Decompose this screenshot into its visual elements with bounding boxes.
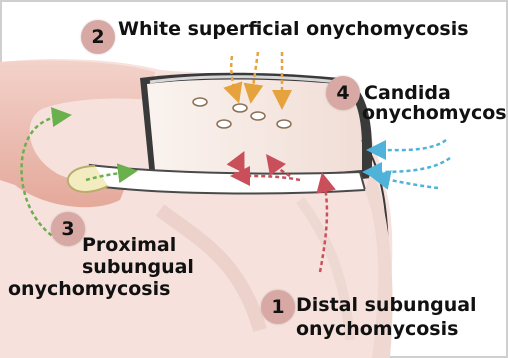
- label-proximal-line3: onychomycosis: [8, 280, 170, 299]
- white-spot: [217, 120, 231, 128]
- badge-distal: 1: [261, 290, 295, 324]
- badge-proximal: 3: [51, 212, 85, 246]
- badge-white-superficial: 2: [81, 20, 115, 54]
- badge-number: 2: [91, 26, 104, 48]
- label-proximal-line1: Proximal: [82, 236, 176, 255]
- white-spot: [251, 112, 265, 120]
- label-candida-line1: Candida: [364, 84, 451, 103]
- label-proximal-line2: subungual: [82, 258, 194, 277]
- label-white-superficial: White superficial onychomycosis: [118, 20, 469, 39]
- label-candida-line2: onychomycosis: [362, 104, 508, 123]
- badge-number: 4: [336, 82, 349, 104]
- white-spot: [193, 98, 207, 106]
- badge-candida: 4: [326, 76, 360, 110]
- label-distal-line1: Distal subungual: [296, 296, 477, 315]
- badge-number: 3: [61, 218, 74, 240]
- label-distal-line2: onychomycosis: [296, 320, 458, 339]
- badge-number: 1: [271, 296, 284, 318]
- white-spot: [233, 104, 247, 112]
- white-spot: [277, 120, 291, 128]
